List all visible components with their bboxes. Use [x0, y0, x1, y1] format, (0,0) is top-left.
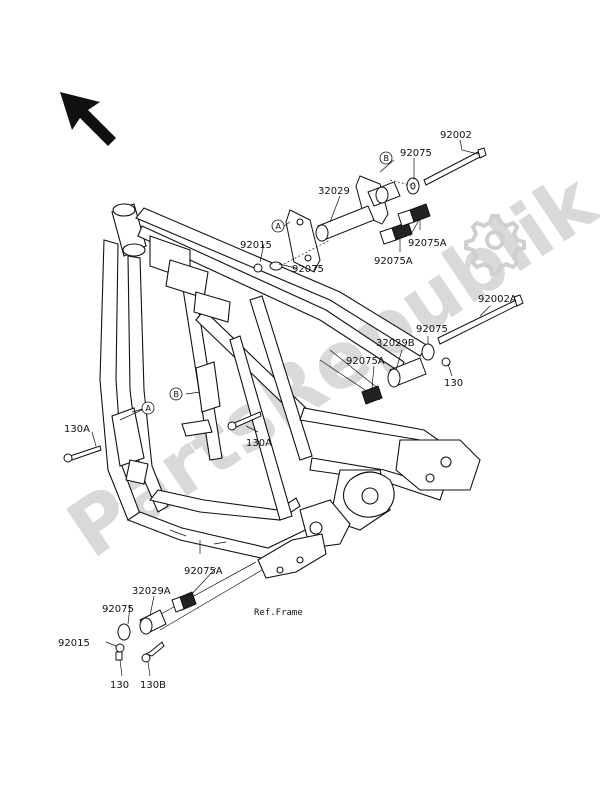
label-92002[interactable]: 92002 — [440, 130, 472, 141]
left-bolts — [63, 411, 262, 463]
gear-icon[interactable] — [464, 214, 526, 276]
callout-a-frame: A — [141, 401, 155, 415]
callout-a-upper: A — [271, 219, 285, 233]
label-92075a-bottom[interactable]: 92075A — [184, 566, 223, 577]
svg-text:B: B — [174, 390, 180, 399]
label-130-bottom[interactable]: 130 — [110, 680, 129, 691]
label-32029a[interactable]: 32029A — [132, 586, 171, 597]
lower-mount-group — [115, 561, 263, 663]
label-92075a-right[interactable]: 92075A — [408, 238, 447, 249]
label-92075a-mid[interactable]: 92075A — [374, 256, 413, 267]
leader-lines — [91, 139, 491, 677]
svg-text:A: A — [146, 404, 152, 413]
label-92075-bottom[interactable]: 92075 — [102, 604, 134, 615]
label-32029[interactable]: 32029 — [318, 186, 350, 197]
label-130-right[interactable]: 130 — [444, 378, 463, 389]
label-92075-top[interactable]: 92075 — [400, 148, 432, 159]
label-130a-left[interactable]: 130A — [64, 424, 90, 435]
label-92002a[interactable]: 92002A — [478, 294, 517, 305]
svg-text:B: B — [384, 154, 390, 163]
motorcycle-frame — [99, 203, 481, 579]
label-130b[interactable]: 130B — [140, 680, 166, 691]
label-92015-bottom[interactable]: 92015 — [58, 638, 90, 649]
arrow-icon — [60, 92, 116, 146]
reference-frame-label: Ref.Frame — [254, 608, 303, 618]
label-32029b[interactable]: 32029B — [376, 338, 415, 349]
callout-b-upper: B — [379, 151, 393, 165]
svg-text:A: A — [276, 222, 282, 231]
label-92075-right[interactable]: 92075 — [416, 324, 448, 335]
label-92075-mid[interactable]: 92075 — [292, 264, 324, 275]
right-mount-group — [361, 294, 524, 405]
label-92075a-left[interactable]: 92075A — [346, 356, 385, 367]
callout-b-frame: B — [169, 387, 183, 401]
upper-mount-group — [253, 147, 487, 273]
label-130a-center[interactable]: 130A — [246, 438, 272, 449]
label-92015-top[interactable]: 92015 — [240, 240, 272, 251]
